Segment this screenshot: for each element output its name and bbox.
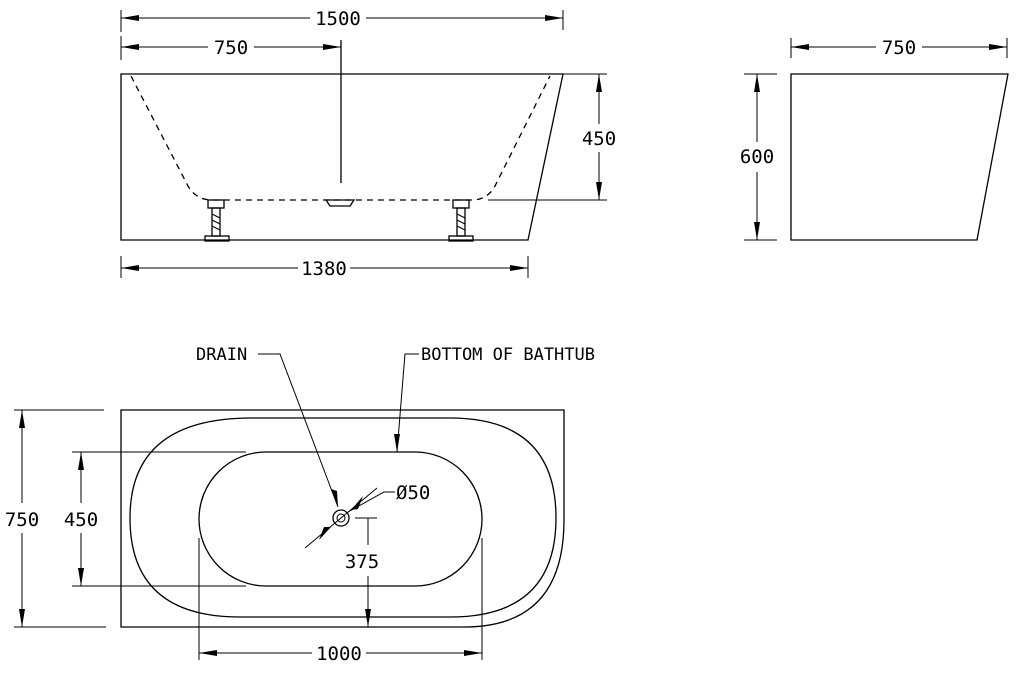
drain-fitting [324, 199, 356, 207]
end-width-label: 750 [882, 37, 916, 59]
dimension-overall-length: 1500 [120, 8, 564, 32]
bottom-length-label: 1000 [316, 643, 362, 665]
dimension-half-length: 750 [120, 36, 342, 183]
half-length-label: 750 [214, 37, 248, 59]
bottom-of-bathtub-label: BOTTOM OF BATHTUB [421, 345, 595, 365]
plan-outer-width-label: 750 [5, 509, 39, 531]
tub-end-outline [790, 73, 1009, 241]
dimension-plan-outer-width: 750 [5, 409, 106, 628]
drain-diameter-label: Ø50 [396, 482, 430, 504]
plan-inner-width-label: 450 [64, 509, 98, 531]
dimension-drain-offset: 375 [345, 517, 379, 627]
drain-symbol [304, 487, 378, 549]
side-view: 1500 750 [120, 8, 616, 280]
drain-diameter-leader [347, 491, 395, 513]
tub-leg-left [204, 199, 230, 242]
dimension-plan-inner-width: 450 [64, 451, 246, 587]
plan-view: DRAIN BOTTOM OF BATHTUB Ø50 375 750 [5, 345, 595, 665]
inner-depth-label: 450 [582, 128, 616, 150]
drain-offset-label: 375 [345, 551, 379, 573]
tub-rim-curve [129, 417, 557, 618]
end-view: 750 600 [740, 37, 1009, 241]
dimension-end-height: 600 [740, 73, 777, 241]
bottom-leader [396, 353, 419, 453]
base-length-label: 1380 [301, 258, 347, 280]
drain-label: DRAIN [196, 345, 247, 365]
dimension-base-length: 1380 [120, 256, 529, 280]
overall-length-label: 1500 [315, 8, 361, 30]
tub-plan-outline [120, 409, 565, 628]
tub-side-outline [120, 73, 564, 241]
drain-leader [258, 353, 339, 508]
dimension-bottom-length: 1000 [198, 538, 483, 665]
dimension-end-width: 750 [790, 37, 1008, 59]
end-height-label: 600 [740, 146, 774, 168]
tub-inner-hidden-line [130, 75, 551, 201]
dimension-inner-depth: 450 [488, 73, 616, 201]
tub-bottom-oval [198, 451, 483, 587]
tub-leg-right [448, 199, 474, 242]
